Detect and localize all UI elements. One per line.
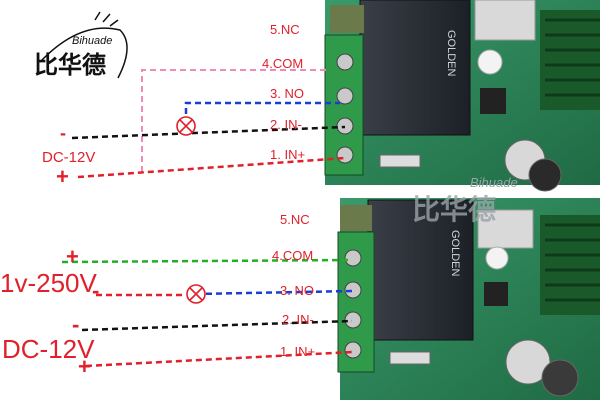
top-receiver-module: GOLDEN xyxy=(324,0,600,192)
top-terminal-block xyxy=(324,5,364,176)
top-com-wire-pink xyxy=(141,69,330,172)
bottom-load-label: 1v-250V xyxy=(0,268,97,298)
bottom-capacitor xyxy=(505,339,551,385)
top-diode xyxy=(379,154,421,168)
bottom-receiver-module: GOLDEN xyxy=(337,198,600,400)
bottom-led xyxy=(485,246,509,270)
bottom-terminal-2-label: 2. IN- xyxy=(282,312,314,327)
bottom-button xyxy=(484,282,508,306)
top-terminal-3-label: 3. NO xyxy=(270,86,304,101)
top-plus-sign: + xyxy=(56,164,69,189)
top-led xyxy=(477,49,503,75)
bottom-wires xyxy=(61,258,353,368)
bottom-power-label: DC-12V xyxy=(2,334,95,364)
top-terminal-4-label: 4.COM xyxy=(262,56,304,71)
bottom-terminal-4-label: 4.COM xyxy=(272,248,314,263)
bottom-terminal-block xyxy=(337,205,375,373)
top-terminal-2-label: 2. IN- xyxy=(270,117,302,132)
top-power-label: DC-12V xyxy=(42,149,96,166)
logo-sparkle-icon xyxy=(94,11,119,27)
top-in-plus-wire-red xyxy=(77,156,346,179)
bottom-diode xyxy=(389,351,431,365)
bottom-power-minus-sign: - xyxy=(72,312,80,337)
top-in-minus-wire-black xyxy=(71,125,346,140)
bottom-in-plus-wire-red xyxy=(85,350,353,368)
bottom-in-minus-wire-black xyxy=(81,319,353,332)
bottom-power-plus-sign: + xyxy=(78,354,91,379)
logo-swoosh xyxy=(39,27,128,79)
watermark-text-en: Bihuade xyxy=(470,175,518,190)
bottom-load-plus-sign: + xyxy=(66,244,79,269)
bottom-terminal-3-label: 3. NO xyxy=(280,283,314,298)
watermark-text-cn: 比华德 xyxy=(412,194,497,225)
top-capacitor-2 xyxy=(528,158,562,192)
top-switch-block xyxy=(474,0,536,41)
bottom-capacitor-2 xyxy=(541,359,579,397)
top-no-wire-blue xyxy=(184,101,340,124)
bottom-switch-block xyxy=(477,209,534,249)
top-relay xyxy=(359,0,471,136)
bottom-relay-print: GOLDEN xyxy=(449,230,461,277)
bottom-no-wire-blue xyxy=(195,289,353,296)
bottom-load-minus-sign: - xyxy=(92,278,100,303)
top-wires xyxy=(71,69,346,179)
bottom-lamp-icon xyxy=(186,284,206,304)
top-minus-sign: - xyxy=(60,123,66,143)
top-button xyxy=(480,88,506,114)
logo-text-cn: 比华德 xyxy=(34,52,106,79)
top-terminal-5-label: 5.NC xyxy=(270,22,300,37)
top-antenna-coil xyxy=(540,10,600,110)
top-lamp-icon xyxy=(176,116,196,136)
bottom-terminal-1-label: 1. IN+ xyxy=(280,344,316,359)
bottom-antenna-coil xyxy=(540,215,600,315)
logo-text-en: Bihuade xyxy=(72,35,113,47)
top-relay-print: GOLDEN xyxy=(445,30,457,77)
bottom-com-wire-green xyxy=(61,258,353,264)
bottom-terminal-5-label: 5.NC xyxy=(280,212,310,227)
bottom-relay xyxy=(367,199,474,341)
top-terminal-1-label: 1. IN+ xyxy=(270,147,306,162)
